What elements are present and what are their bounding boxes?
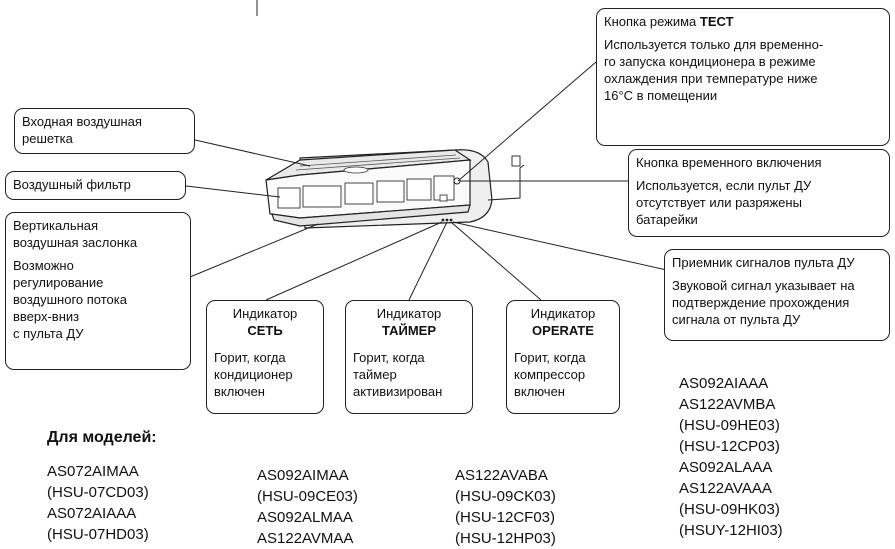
model-code: (HSU-09CE03) <box>257 488 358 505</box>
callout-text: с пульта ДУ <box>13 326 84 341</box>
model-code: AS122AVABA <box>455 467 548 484</box>
callout-remote-receiver: Приемник сигналов пульта ДУ Звуковой сиг… <box>664 249 890 341</box>
indicator-desc: включен <box>214 384 265 399</box>
indicator-heading: Индикатор ТАЙМЕР <box>353 305 465 339</box>
callout-title: Вертикальная <box>13 218 99 233</box>
indicator-desc: Горит, когда <box>353 350 425 365</box>
models-column-1: AS072AIMAA (HSU-07CD03) AS072AIAAA (HSU-… <box>47 461 149 545</box>
callout-text: отсутствует или разряжены <box>636 195 802 210</box>
models-title: Для моделей: <box>47 429 157 446</box>
model-code: (HSU-12HP03) <box>455 530 556 547</box>
callout-vertical-louver: Вертикальная воздушная заслонка Возможно… <box>5 212 191 370</box>
model-code: (HSU-07HD03) <box>47 526 149 543</box>
callout-title: воздушная заслонка <box>13 235 138 250</box>
callout-text: вверх-вниз <box>13 309 80 324</box>
callout-text: охлаждения при температуре ниже <box>604 71 818 86</box>
model-code: (HSUY-12HI03) <box>679 522 783 539</box>
indicator-desc: Горит, когда <box>214 350 286 365</box>
model-code: AS122AVAAA <box>679 480 772 497</box>
models-column-3: AS122AVABA (HSU-09CK03) (HSU-12CF03) (HS… <box>455 465 556 549</box>
callout-text: 16°C в помещении <box>604 88 718 103</box>
model-code: AS092AIMAA <box>257 467 349 484</box>
callout-text: Входная воздушная <box>22 114 142 129</box>
indicator-heading: Индикатор СЕТЬ <box>214 305 316 339</box>
callout-title: Кнопка режима ТЕСТ <box>604 13 882 30</box>
model-code: AS092ALMAA <box>257 509 353 526</box>
callout-text: Воздушный фильтр <box>13 177 131 192</box>
model-code: AS072AIAAA <box>47 505 137 522</box>
callout-intake-grille: Входная воздушная решетка <box>14 108 195 154</box>
callout-text: подтверждение прохождения <box>672 295 850 310</box>
indicator-desc: Горит, когда <box>514 350 586 365</box>
indicator-desc: кондиционер <box>214 367 293 382</box>
model-code: AS092AIAAA <box>679 375 769 392</box>
model-code: AS122AVMAA <box>257 530 354 547</box>
model-code: (HSU-09HE03) <box>679 417 780 434</box>
indicator-power: Индикатор СЕТЬ Горит, когда кондиционер … <box>206 300 324 414</box>
callout-temp-on-button: Кнопка временного включения Используется… <box>628 149 890 237</box>
callout-text: решетка <box>22 131 73 146</box>
model-code: (HSU-12CP03) <box>679 438 780 455</box>
indicator-timer: Индикатор ТАЙМЕР Горит, когда таймер акт… <box>345 300 473 414</box>
models-column-2: AS092AIMAA (HSU-09CE03) AS092ALMAA AS122… <box>257 465 358 549</box>
title-bold: ТЕСТ <box>699 14 734 29</box>
model-code: (HSU-12CF03) <box>455 509 556 526</box>
model-code: (HSU-09CK03) <box>455 488 556 505</box>
indicator-label: Индикатор <box>376 306 442 321</box>
model-code: AS092ALAAA <box>679 459 773 476</box>
callout-text: го запуска кондиционера в режиме <box>604 54 816 69</box>
callout-text: Звуковой сигнал указывает на <box>672 278 855 293</box>
indicator-name: СЕТЬ <box>247 323 283 338</box>
callout-text: Возможно <box>13 258 74 273</box>
callout-air-filter: Воздушный фильтр <box>5 171 186 200</box>
callout-text: регулирование <box>13 275 104 290</box>
title-prefix: Кнопка режима <box>604 14 700 29</box>
indicator-name: ТАЙМЕР <box>381 323 437 338</box>
callout-test-button: Кнопка режима ТЕСТ Используется только д… <box>596 8 890 146</box>
filter-windows <box>277 178 432 209</box>
callout-text: батарейки <box>636 212 698 227</box>
indicator-heading: Индикатор OPERATE <box>514 305 612 339</box>
indicator-operate: Индикатор OPERATE Горит, когда компрессо… <box>506 300 620 414</box>
indicator-desc: таймер <box>353 367 397 382</box>
indicator-desc: активизирован <box>353 384 443 399</box>
indicator-label: Индикатор <box>232 306 298 321</box>
callout-text: воздушного потока <box>13 292 127 307</box>
indicator-desc: компрессор <box>514 367 586 382</box>
callout-text: Используется только для временно- <box>604 37 824 52</box>
callout-text: Используется, если пульт ДУ <box>636 178 812 193</box>
indicator-desc: включен <box>514 384 565 399</box>
models-column-4: AS092AIAAA AS122AVMBA (HSU-09HE03) (HSU-… <box>679 373 783 541</box>
indicator-name: OPERATE <box>532 323 594 338</box>
leader-lines <box>185 61 712 301</box>
model-code: (HSU-09HK03) <box>679 501 780 518</box>
model-code: AS122AVMBA <box>679 396 776 413</box>
model-code: (HSU-07CD03) <box>47 484 149 501</box>
callout-text: сигнала от пульта ДУ <box>672 312 801 327</box>
callout-title: Кнопка временного включения <box>636 155 822 170</box>
model-code: AS072AIMAA <box>47 463 139 480</box>
callout-title: Приемник сигналов пульта ДУ <box>672 255 855 270</box>
indicator-label: Индикатор <box>530 306 596 321</box>
